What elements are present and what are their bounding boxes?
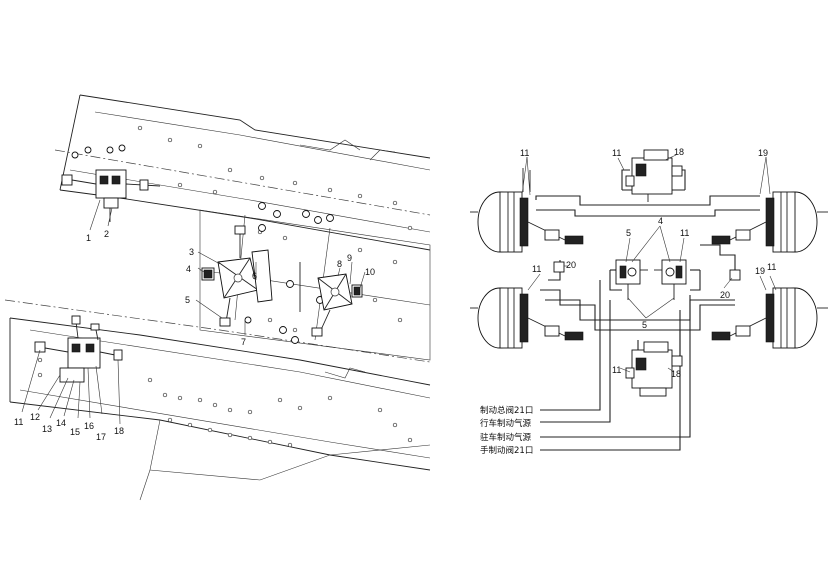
callout-15: 15 bbox=[70, 427, 80, 437]
callout-4: 4 bbox=[186, 264, 191, 274]
frame-bolt-holes bbox=[37, 125, 413, 448]
legend-service-brake-supply: 行车制动气源 bbox=[480, 418, 532, 429]
left-leader-lines bbox=[21, 199, 366, 425]
brake-chamber-bottom-left bbox=[470, 287, 584, 349]
callout-17: 17 bbox=[96, 432, 106, 442]
brake-chamber-bottom-right bbox=[711, 287, 828, 349]
callout-1: 1 bbox=[86, 233, 91, 243]
callout-3: 3 bbox=[189, 247, 194, 257]
tee-fitting-right bbox=[729, 269, 741, 281]
callout-r-20-left: 20 bbox=[566, 260, 576, 270]
callout-r-18-top: 18 bbox=[674, 147, 684, 157]
relay-valve-assembly-right bbox=[299, 262, 363, 337]
brake-chamber-top-right bbox=[711, 191, 828, 253]
callout-r-11-top-left: 11 bbox=[520, 148, 529, 158]
callout-r-11-top: 11 bbox=[612, 148, 621, 158]
callout-r-19-top-right: 19 bbox=[758, 148, 768, 158]
legend-brake-valve-port-21: 制动总阀21口 bbox=[480, 405, 533, 416]
chassis-assembly-view: 1 2 3 4 5 6 7 8 9 10 11 12 13 14 15 16 1… bbox=[4, 94, 431, 501]
right-leader-lines bbox=[521, 154, 777, 373]
left-callouts: 1 2 3 4 5 6 7 8 9 10 11 12 13 14 15 16 1… bbox=[14, 229, 375, 442]
callout-18: 18 bbox=[114, 426, 124, 436]
callout-r-19-right2: 19 bbox=[755, 266, 765, 276]
callout-16: 16 bbox=[84, 421, 94, 431]
callout-10: 10 bbox=[365, 267, 375, 277]
relay-valve-assembly-middle bbox=[201, 225, 273, 327]
callout-r-11-mid: 11 bbox=[680, 228, 689, 238]
air-lines bbox=[535, 169, 760, 451]
callout-2: 2 bbox=[104, 229, 109, 239]
callout-13: 13 bbox=[42, 424, 52, 434]
callout-12: 12 bbox=[30, 412, 40, 422]
right-callouts: 11 11 18 19 4 5 11 11 20 19 11 20 5 11 1… bbox=[520, 147, 776, 379]
legend-hand-brake-port-21: 手制动阀21口 bbox=[480, 445, 533, 456]
control-valve-left bbox=[615, 259, 648, 300]
callout-14: 14 bbox=[56, 418, 66, 428]
legend-parking-brake-supply: 驻车制动气源 bbox=[480, 432, 532, 443]
upper-frame-rail bbox=[54, 94, 431, 251]
callout-r-4: 4 bbox=[658, 216, 663, 226]
callout-r-11-left2: 11 bbox=[532, 264, 541, 274]
callout-r-11-bottom: 11 bbox=[612, 365, 621, 375]
callout-5: 5 bbox=[185, 295, 190, 305]
relay-valve-assembly-upper bbox=[61, 169, 161, 222]
brake-chamber-top-left bbox=[470, 168, 584, 253]
callout-r-18-bottom: 18 bbox=[671, 369, 681, 379]
callout-r-5-bottom: 5 bbox=[642, 320, 647, 330]
callout-r-20-right: 20 bbox=[720, 290, 730, 300]
callout-7: 7 bbox=[241, 337, 246, 347]
callout-11: 11 bbox=[14, 417, 23, 427]
control-valve-right bbox=[654, 259, 687, 300]
line-legend: 制动总阀21口 行车制动气源 驻车制动气源 手制动阀21口 bbox=[480, 405, 533, 456]
callout-r-5-top: 5 bbox=[626, 228, 631, 238]
callout-r-11-right2: 11 bbox=[767, 262, 776, 272]
callout-8: 8 bbox=[337, 259, 342, 269]
callout-9: 9 bbox=[347, 253, 352, 263]
frame-nuts bbox=[71, 144, 334, 344]
relay-valve-bottom bbox=[625, 341, 683, 397]
tee-fitting-left bbox=[553, 261, 565, 273]
pneumatic-schematic: 11 11 18 19 4 5 11 11 20 19 11 20 5 11 1… bbox=[470, 147, 828, 456]
relay-valve-assembly-lower bbox=[34, 315, 123, 383]
relay-valve-top bbox=[625, 149, 683, 202]
callout-6: 6 bbox=[252, 271, 257, 281]
lower-frame-rail bbox=[4, 299, 431, 501]
